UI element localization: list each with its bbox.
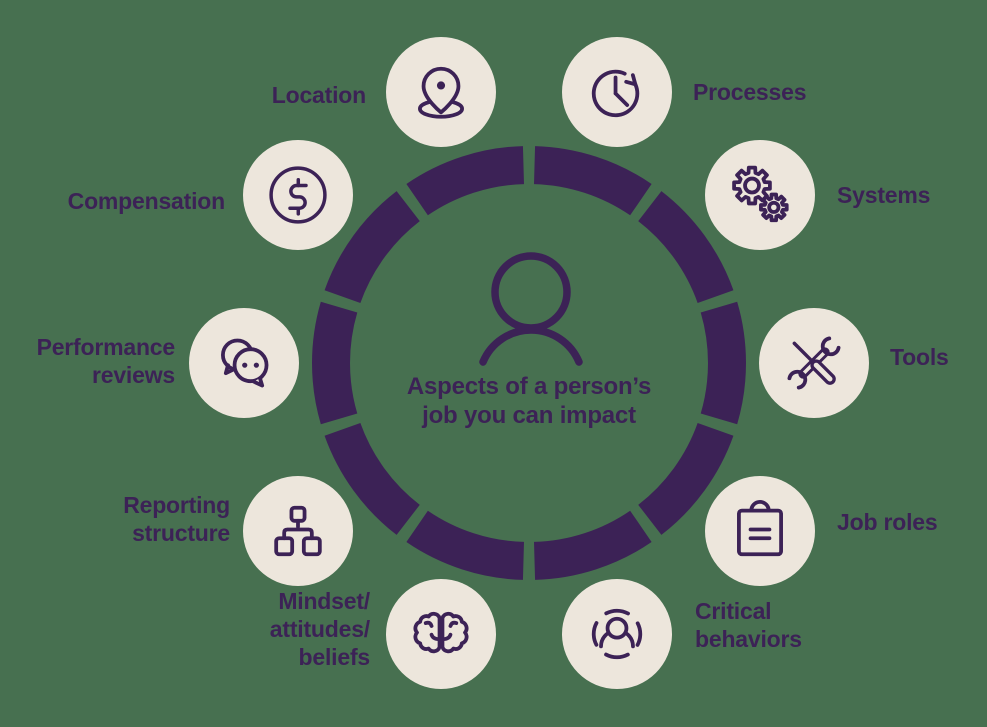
- label-critical-behaviors: Critical behaviors: [695, 598, 802, 652]
- label-mindset: Mindset/ attitudes/ beliefs: [269, 588, 370, 670]
- node-circle-reporting-structure: [243, 475, 354, 586]
- ring-segments: [312, 146, 746, 580]
- clipboard-icon: [736, 499, 783, 556]
- node-circle-tools: [759, 308, 869, 418]
- node-circle-performance-reviews: [189, 308, 299, 418]
- label-location: Location: [271, 82, 366, 108]
- node-circle-processes: [562, 36, 673, 147]
- label-systems: Systems: [837, 182, 931, 208]
- node-circle-mindset: [385, 579, 496, 690]
- node-circle-compensation: [243, 140, 354, 251]
- node-circle-systems: [704, 140, 815, 251]
- node-circle-job-roles: [704, 475, 815, 586]
- wrench-screwdriver-icon: [787, 336, 841, 390]
- chat-bubbles-icon: [221, 338, 269, 388]
- org-chart-icon: [274, 505, 323, 556]
- label-job-roles: Job roles: [837, 509, 938, 535]
- node-circle-location: [385, 36, 496, 147]
- location-pin-icon: [417, 66, 464, 119]
- clock-history-icon: [591, 69, 640, 118]
- person-focus-icon: [591, 608, 643, 660]
- gears-icon: [731, 166, 789, 223]
- label-compensation: Compensation: [67, 188, 226, 214]
- label-reporting-structure: Reporting structure: [123, 492, 230, 546]
- node-circle-critical-behaviors: [562, 579, 673, 690]
- person-icon: [479, 252, 583, 366]
- label-performance-reviews: Performance reviews: [36, 334, 176, 388]
- label-tools: Tools: [890, 344, 949, 370]
- segmented-ring: [312, 146, 746, 580]
- dollar-coin-icon: [269, 166, 328, 225]
- label-processes: Processes: [693, 79, 807, 105]
- center-title: Aspects of a person’s job you can impact: [406, 373, 652, 429]
- brain-icon: [413, 611, 469, 654]
